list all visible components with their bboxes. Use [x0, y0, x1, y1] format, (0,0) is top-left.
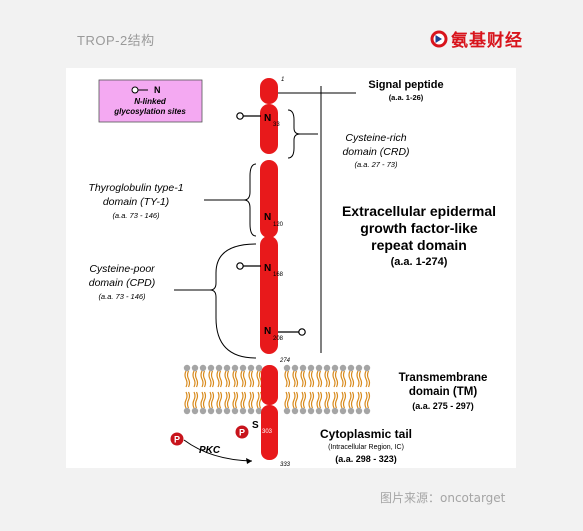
pkc-kinase: P PKC: [170, 432, 253, 464]
residue-start-label: 1: [281, 77, 284, 83]
glyco-site-n168: N 168: [236, 262, 284, 278]
signal-peptide-label: Signal peptide (a.a. 1-26): [368, 79, 443, 102]
ty1-brace: [243, 163, 257, 237]
ty1-segment: [260, 160, 278, 238]
residue-tm-start-label: 274: [279, 358, 291, 364]
trop2-diagram-panel: N N-linked glycosylation sites: [66, 68, 516, 468]
cpd-segment: [260, 236, 278, 354]
svg-text:domain (CPD): domain (CPD): [89, 277, 156, 289]
egf-domain-label: Extracellular epidermal growth factor-li…: [342, 203, 496, 268]
svg-text:Signal peptide: Signal peptide: [368, 79, 443, 91]
svg-text:Extracellular epidermal: Extracellular epidermal: [342, 203, 496, 219]
svg-text:(a.a. 1-26): (a.a. 1-26): [389, 93, 424, 102]
legend-box: N N-linked glycosylation sites: [98, 79, 203, 123]
tm-domain-label: Transmembrane domain (TM) (a.a. 275 - 29…: [399, 372, 488, 411]
svg-text:repeat domain: repeat domain: [371, 237, 467, 253]
trop2-protein: [260, 78, 278, 460]
glyco-site-n208: N 208: [264, 326, 306, 342]
ic-segment: [261, 405, 278, 460]
brand: 氨基财经: [430, 26, 523, 51]
phospho-s-num: 303: [262, 429, 273, 435]
svg-text:(a.a. 1-274): (a.a. 1-274): [391, 256, 448, 268]
svg-text:(a.a. 275 - 297): (a.a. 275 - 297): [412, 401, 474, 411]
ty1-label: Thyroglobulin type-1 domain (TY-1) (a.a.…: [88, 182, 183, 220]
svg-text:(a.a. 73 - 146): (a.a. 73 - 146): [98, 292, 146, 301]
svg-text:domain (CRD): domain (CRD): [342, 146, 409, 158]
crd-label: Cysteine-rich domain (CRD) (a.a. 27 - 73…: [342, 132, 409, 169]
svg-text:(a.a. 73 - 146): (a.a. 73 - 146): [112, 211, 160, 220]
phospho-site-s303: P S 303: [235, 420, 273, 439]
ic-domain-label: Cytoplasmic tail (Intracellular Region, …: [320, 427, 412, 464]
phospho-marker-label: P: [239, 428, 245, 438]
glyco-n120-label: N: [264, 212, 271, 223]
brand-name: 氨基财经: [451, 31, 523, 51]
glyco-marker-icon: [236, 112, 244, 120]
pkc-label: PKC: [199, 445, 221, 456]
legend-symbol: N: [154, 85, 161, 95]
glyco-n168-num: 168: [273, 272, 284, 278]
glyco-n33-num: 33: [273, 122, 280, 128]
pkc-arrow: [183, 439, 253, 462]
svg-text:Cysteine-poor: Cysteine-poor: [89, 263, 155, 275]
svg-text:domain (TM): domain (TM): [409, 386, 478, 398]
brand-logo-icon: [430, 30, 448, 47]
phospho-s-label: S: [252, 420, 259, 431]
glyco-n168-label: N: [264, 263, 271, 274]
legend-background: [98, 79, 203, 123]
glyco-marker-icon: [236, 262, 244, 270]
svg-text:Cytoplasmic tail: Cytoplasmic tail: [320, 427, 412, 441]
svg-text:growth factor-like: growth factor-like: [360, 220, 478, 236]
cpd-brace: [209, 243, 257, 359]
glyco-marker-icon: [298, 328, 306, 336]
legend-line2: glycosylation sites: [113, 107, 186, 116]
svg-text:Thyroglobulin type-1: Thyroglobulin type-1: [88, 182, 183, 194]
glyco-n120-num: 120: [273, 222, 284, 228]
tm-segment: [261, 365, 278, 405]
phospho-marker-icon: [170, 432, 184, 446]
glyco-n208-label: N: [264, 326, 271, 337]
glyco-site-n120: N 120: [264, 212, 284, 228]
signal-peptide-segment: [260, 78, 278, 104]
svg-text:Cysteine-rich: Cysteine-rich: [345, 132, 406, 144]
glyco-n33-label: N: [264, 113, 271, 124]
svg-text:(a.a. 298 - 323): (a.a. 298 - 323): [335, 454, 397, 464]
residue-end-label: 333: [280, 462, 291, 468]
cpd-label: Cysteine-poor domain (CPD) (a.a. 73 - 14…: [89, 263, 156, 301]
arrowhead-icon: [246, 458, 252, 464]
crd-segment: [260, 104, 278, 154]
legend-glyco-icon: [131, 86, 139, 94]
svg-text:(a.a. 27 - 73): (a.a. 27 - 73): [355, 160, 398, 169]
svg-text:Transmembrane: Transmembrane: [399, 372, 488, 384]
svg-text:domain (TY-1): domain (TY-1): [103, 196, 169, 208]
legend-line1: N-linked: [134, 97, 167, 106]
glyco-site-n33: N 33: [236, 112, 280, 128]
pkc-marker-label: P: [174, 435, 180, 445]
glyco-n208-num: 208: [273, 336, 284, 342]
crd-brace: [287, 109, 301, 159]
svg-text:(Intracellular Region, IC): (Intracellular Region, IC): [328, 444, 404, 451]
trop2-structure-diagram: N N-linked glycosylation sites: [88, 77, 496, 468]
page-title: TROP-2结构: [77, 33, 155, 48]
phospho-marker-icon: [235, 425, 249, 439]
image-source: 图片来源：oncotarget: [380, 491, 506, 505]
